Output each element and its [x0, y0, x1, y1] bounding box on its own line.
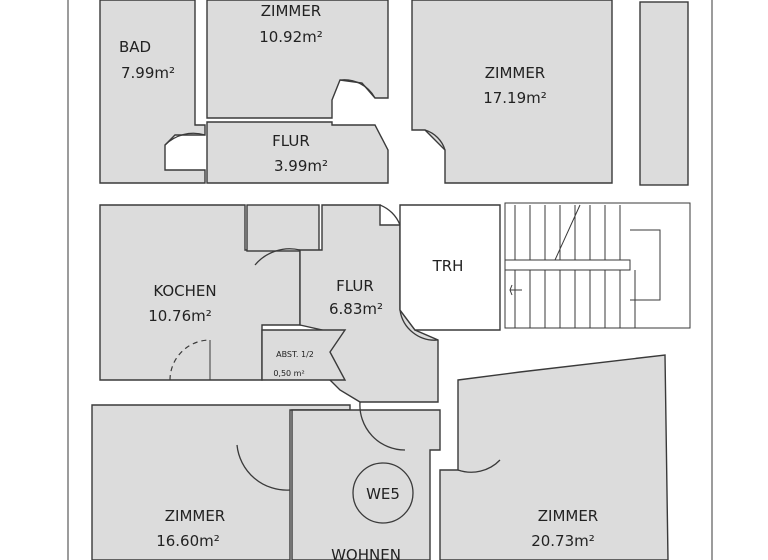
room-flur-top	[206, 121, 389, 184]
cabinet-right	[639, 1, 689, 186]
label-wohnen: WOHNEN	[331, 546, 401, 560]
label-flur-mid-area: 6.83m²	[329, 300, 383, 318]
label-bad-name: BAD	[119, 38, 151, 56]
stair-steps	[504, 204, 661, 328]
room-bad	[99, 0, 206, 184]
label-zimmer-bl-area: 16.60m²	[156, 532, 220, 550]
label-zimmer-br-area: 20.73m²	[531, 532, 595, 550]
label-zimmer-right-top-area: 17.19m²	[483, 89, 547, 107]
label-flur-mid-name: FLUR	[336, 277, 374, 295]
door-swings	[164, 79, 501, 491]
room-wohnen	[291, 409, 441, 560]
label-zimmer-br-name: ZIMMER	[538, 507, 598, 525]
label-flur-top-area: 3.99m²	[274, 157, 328, 175]
label-zimmer-right-top-name: ZIMMER	[485, 64, 545, 82]
label-zimmer-top-area: 10.92m²	[259, 28, 323, 46]
room-zimmer-bl	[91, 404, 351, 560]
label-kochen-name: KOCHEN	[153, 282, 216, 300]
room-flur-mid	[299, 204, 439, 403]
label-kochen-area: 10.76m²	[148, 307, 212, 325]
room-zimmer-right-top	[411, 0, 613, 184]
room-kochen-niche	[246, 204, 320, 252]
label-abst-name: ABST. 1/2	[276, 350, 314, 359]
room-zimmer-br	[439, 354, 669, 560]
label-abst-area: 0,50 m²	[273, 369, 304, 378]
room-zimmer-top	[206, 0, 389, 119]
stairs-box	[504, 202, 691, 329]
stairwell-landing	[399, 204, 501, 331]
room-abst	[261, 329, 347, 381]
label-zimmer-top-name: ZIMMER	[261, 2, 321, 20]
label-zimmer-bl-name: ZIMMER	[165, 507, 225, 525]
label-unit: WE5	[366, 485, 400, 503]
unit-circle	[352, 462, 414, 524]
label-flur-top-name: FLUR	[272, 132, 310, 150]
label-bad-area: 7.99m²	[121, 64, 175, 82]
label-stairwell: TRH	[432, 257, 464, 275]
